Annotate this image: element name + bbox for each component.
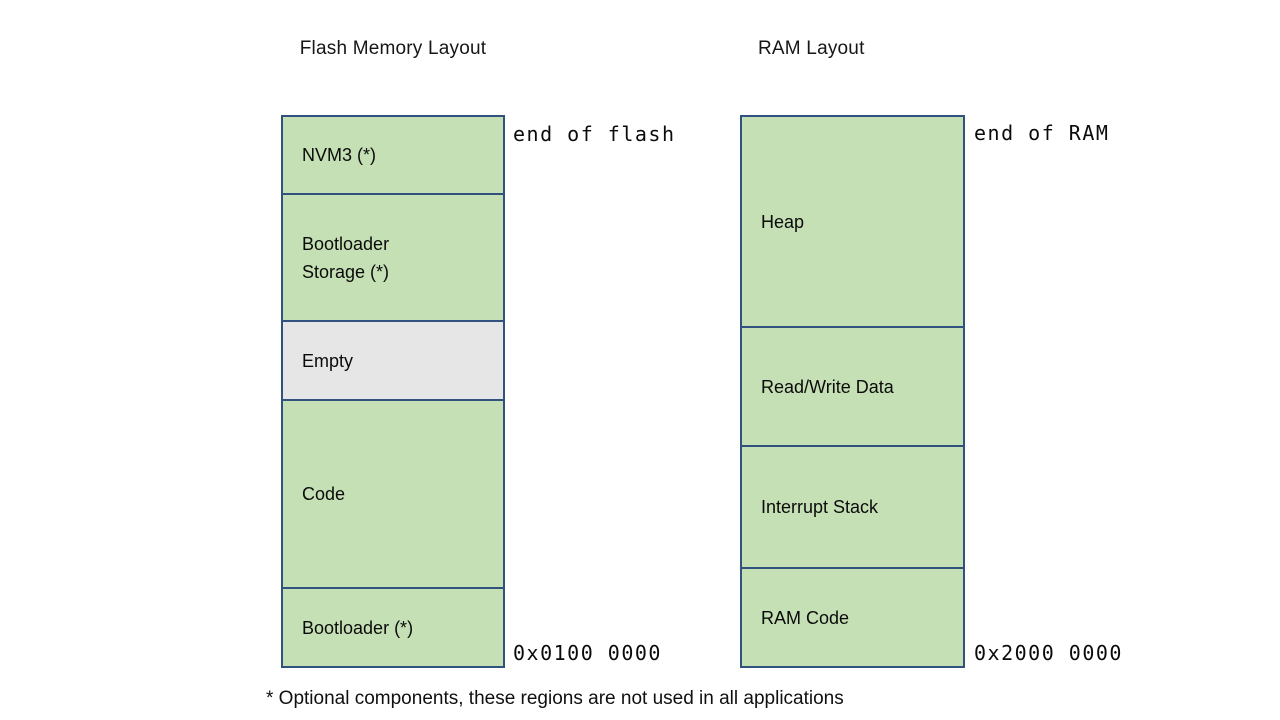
ram-block-label-read-write-data: Read/Write Data <box>761 376 894 397</box>
end-of-flash-annotation: end of flash <box>513 122 676 146</box>
ram-start-address-annotation: 0x2000 0000 <box>974 641 1123 665</box>
ram-layout-title: RAM Layout <box>758 38 865 59</box>
flash-block-empty: Empty <box>283 320 503 399</box>
ram-block-ram-code: RAM Code <box>742 567 963 666</box>
ram-block-label-ram-code: RAM Code <box>761 607 850 628</box>
ram-block-read-write-data: Read/Write Data <box>742 326 963 445</box>
flash-block-bootloader: Bootloader (*) <box>283 587 503 666</box>
end-of-ram-annotation: end of RAM <box>974 121 1110 145</box>
flash-memory-layout-title: Flash Memory Layout <box>299 38 487 59</box>
ram-block-label-interrupt-stack: Interrupt Stack <box>761 497 879 517</box>
flash-block-label-code: Code <box>302 484 346 504</box>
optional-components-footnote: * Optional components, these regions are… <box>266 688 844 709</box>
flash-block-label-empty: Empty <box>302 350 354 371</box>
flash-block-bootloader-storage: Bootloader Storage (*) <box>283 193 503 320</box>
ram-block-label-heap: Heap <box>761 211 805 232</box>
flash-block-label-nvm3: NVM3 (*) <box>302 145 377 165</box>
flash-start-address-annotation: 0x0100 0000 <box>513 641 662 665</box>
flash-block-code: Code <box>283 399 503 587</box>
flash-block-label-bootloader: Bootloader (*) <box>302 617 414 638</box>
ram-block-heap: Heap <box>742 117 963 326</box>
flash-block-nvm3: NVM3 (*) <box>283 117 503 193</box>
ram-block-interrupt-stack: Interrupt Stack <box>742 445 963 567</box>
flash-block-label-bootloader-storage: Bootloader Storage (*) <box>302 233 390 282</box>
